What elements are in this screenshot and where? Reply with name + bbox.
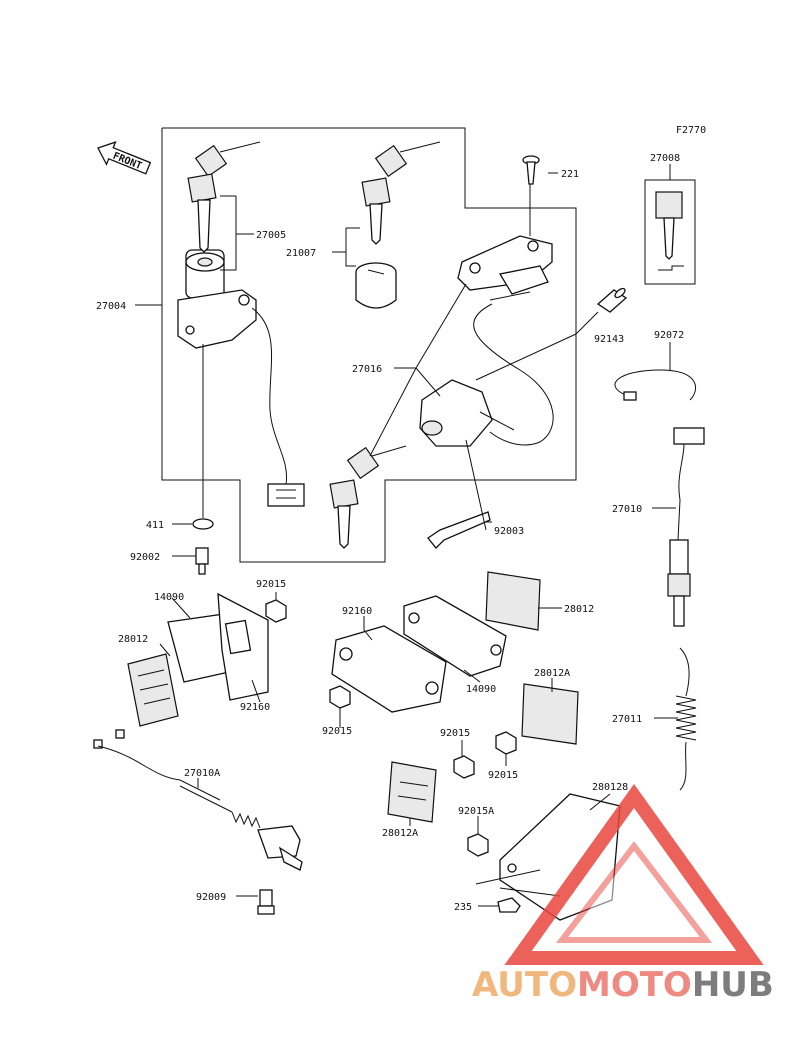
bolt-92009 — [257, 889, 275, 915]
callout-92015A: 92015A — [458, 806, 494, 817]
washer-411 — [192, 518, 214, 530]
plate-28012A-right — [521, 683, 579, 745]
callout-221: 221 — [561, 169, 579, 180]
seat-lock-bracket — [457, 235, 554, 446]
bolt-235 — [497, 897, 521, 913]
callout-235: 235 — [454, 902, 472, 913]
callout-92160-b: 92160 — [342, 606, 372, 617]
key-pair-21007-icon — [361, 141, 441, 245]
key-blank-icon — [655, 191, 684, 271]
callout-92160-a: 92160 — [240, 702, 270, 713]
plate-28012A-left — [387, 761, 437, 823]
lock-cylinder — [355, 262, 397, 309]
nut-92015A — [467, 833, 489, 857]
callout-92015-d: 92015 — [488, 770, 518, 781]
seat-lock — [419, 379, 515, 447]
callout-92003: 92003 — [494, 526, 524, 537]
sleeve-92143 — [596, 287, 628, 313]
cable-tie — [614, 369, 697, 401]
callout-28012-a: 28012 — [118, 634, 148, 645]
nut-92015-top — [265, 599, 287, 623]
nut-92015-right — [495, 731, 517, 755]
screw-221 — [522, 155, 540, 185]
callout-27010A: 27010A — [184, 768, 220, 779]
bolt-92002 — [195, 547, 209, 575]
callout-28012A-b: 28012A — [382, 828, 418, 839]
ignition-group-outline — [161, 127, 577, 563]
watermark-text: AUTOMOTOHUB — [472, 965, 774, 1005]
nut-92015-mid — [453, 755, 475, 779]
watermark-hub: HUB — [692, 965, 774, 1005]
callout-280128: 280128 — [592, 782, 628, 793]
watermark-logo — [504, 783, 764, 965]
callout-92015-a: 92015 — [256, 579, 286, 590]
callout-92072: 92072 — [654, 330, 684, 341]
ignition-switch — [177, 249, 305, 507]
spring-27011 — [675, 647, 697, 791]
callout-27010: 27010 — [612, 504, 642, 515]
callout-92143: 92143 — [594, 334, 624, 345]
callout-28012-b: 28012 — [564, 604, 594, 615]
callout-27008: 27008 — [650, 153, 680, 164]
callout-92002: 92002 — [130, 552, 160, 563]
callout-27005: 27005 — [256, 230, 286, 241]
callout-92015-c: 92015 — [440, 728, 470, 739]
leader-lines — [135, 164, 678, 907]
figure-code: F2770 — [676, 125, 706, 136]
callout-27004: 27004 — [96, 301, 126, 312]
watermark-moto: MOTO — [577, 965, 692, 1005]
callout-14090-b: 14090 — [466, 684, 496, 695]
callout-27016: 27016 — [352, 364, 382, 375]
callout-92009: 92009 — [196, 892, 226, 903]
callout-28012A-a: 28012A — [534, 668, 570, 679]
callout-21007: 21007 — [286, 248, 316, 259]
callout-92015-b: 92015 — [322, 726, 352, 737]
front-arrow-icon: FRONT — [97, 141, 152, 175]
callout-411: 411 — [146, 520, 164, 531]
key-pair-27016-icon — [329, 445, 407, 549]
callout-27011: 27011 — [612, 714, 642, 725]
key-pair-27005-icon — [187, 141, 261, 253]
bolt-92003 — [427, 511, 491, 549]
nut-92015-center — [329, 685, 351, 709]
callout-14090-a: 14090 — [154, 592, 184, 603]
mount-plate-center — [331, 571, 541, 713]
watermark-auto: AUTO — [472, 965, 577, 1005]
mount-plate-left — [127, 592, 269, 727]
brake-switch-27010A — [93, 729, 303, 871]
brake-switch-27010 — [667, 427, 705, 627]
